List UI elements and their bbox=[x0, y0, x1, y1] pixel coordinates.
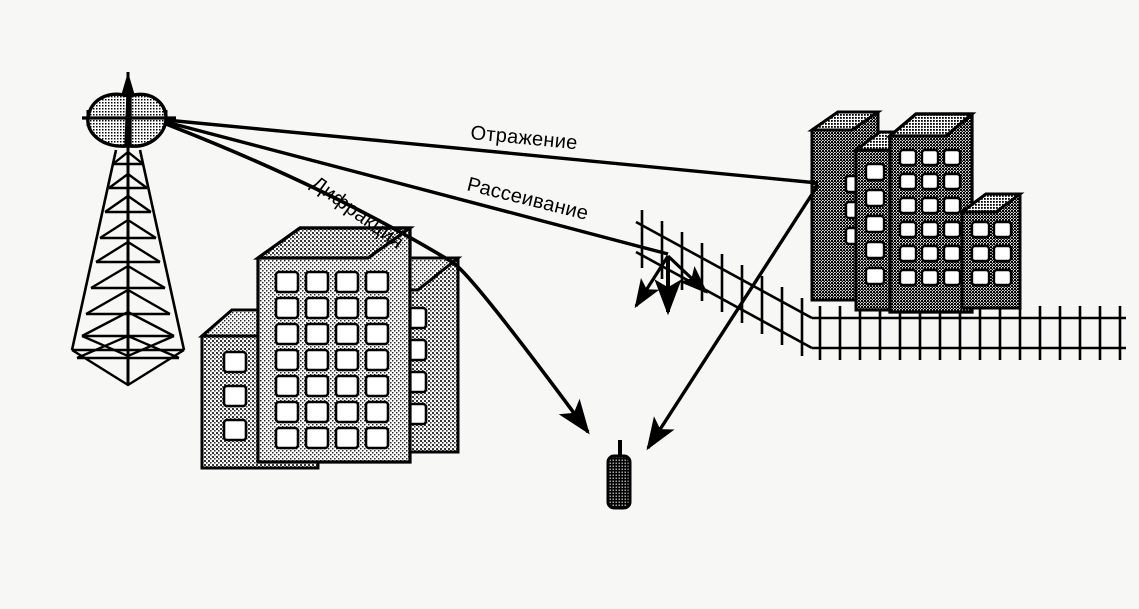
ray-reflection-reflected bbox=[646, 184, 820, 451]
tower-leg-left bbox=[70, 149, 118, 351]
tower-top-spike bbox=[121, 72, 135, 96]
ray-diffraction-bent bbox=[450, 260, 590, 435]
dark-building-block bbox=[807, 110, 1025, 314]
ray-scattering-incident bbox=[165, 120, 669, 256]
dark-building-center bbox=[885, 112, 977, 314]
dark-center-windows bbox=[898, 148, 962, 287]
scatter-arrow-left bbox=[634, 255, 670, 309]
ray-diffraction-incident bbox=[165, 122, 453, 264]
tower-bracing-chevrons bbox=[81, 150, 175, 338]
mobile-handset bbox=[606, 440, 632, 510]
dark-center-roof bbox=[885, 112, 977, 138]
fence bbox=[635, 210, 1126, 360]
handset-body bbox=[606, 454, 632, 510]
ray-reflection-incident bbox=[165, 118, 819, 185]
dark-right-wing-windows bbox=[970, 220, 1013, 287]
center-block-roof bbox=[253, 226, 415, 260]
center-block-windows bbox=[274, 270, 390, 450]
fence-straight-section bbox=[812, 306, 1126, 360]
scatter-arrow-right bbox=[666, 254, 708, 294]
scatter-point bbox=[634, 254, 708, 316]
tower-leg-right bbox=[138, 149, 186, 351]
light-building-center bbox=[253, 226, 415, 464]
fence-angled-section bbox=[635, 210, 813, 356]
light-building-block bbox=[197, 226, 463, 470]
tower-base-bracing bbox=[71, 334, 185, 387]
dark-right-wing-roof bbox=[957, 192, 1025, 214]
transmitter-tower bbox=[70, 72, 186, 387]
dark-building-right-wing bbox=[957, 192, 1025, 310]
dark-left-wing-roof bbox=[807, 110, 883, 132]
